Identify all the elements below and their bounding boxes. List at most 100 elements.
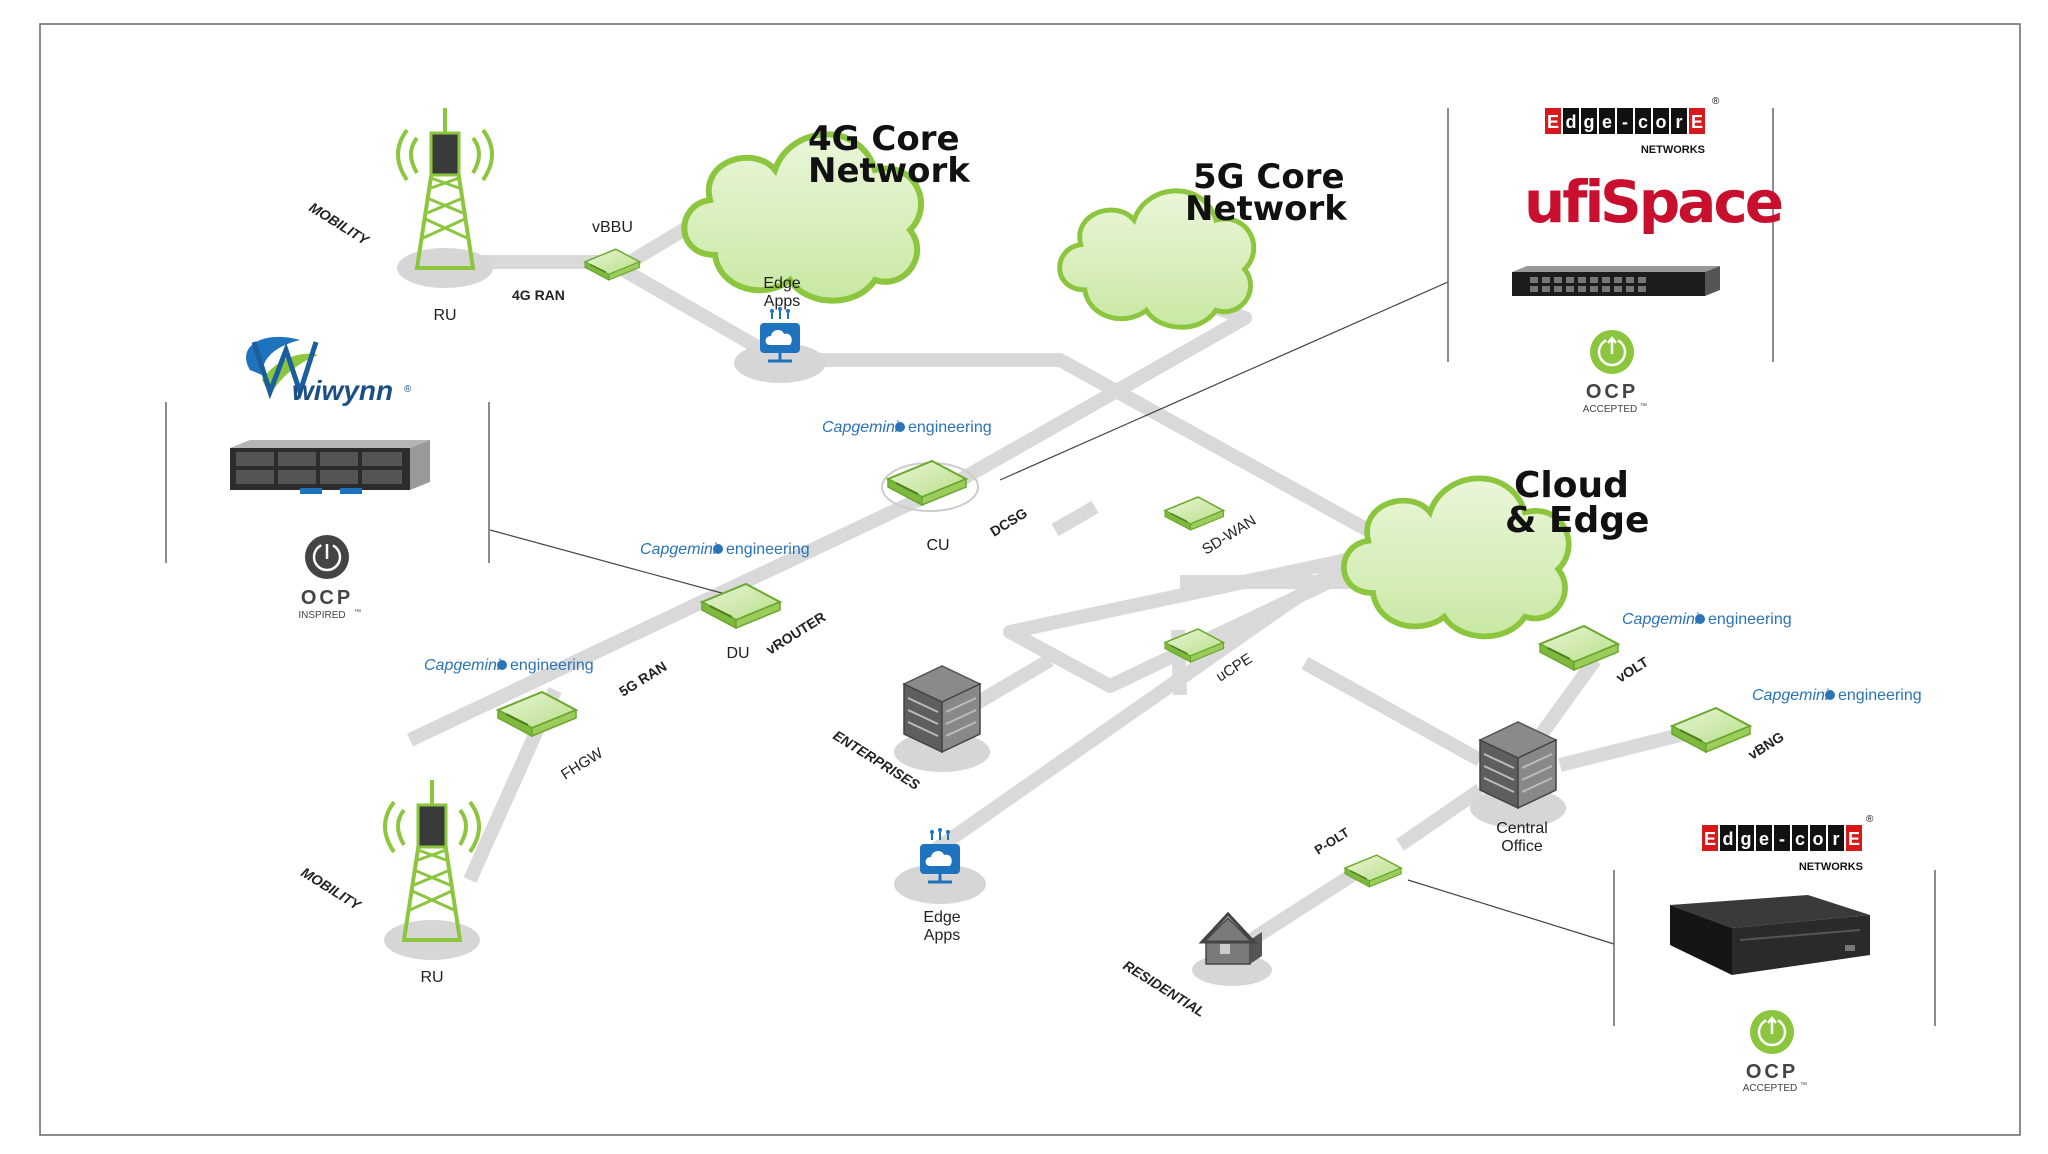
central-office-label-2: Office bbox=[1501, 838, 1543, 855]
edgecore-letter: o bbox=[1813, 829, 1824, 849]
ocp-accepted-bottom-title: OCP bbox=[1746, 1061, 1798, 1083]
ocp-inspired-sub: INSPIRED bbox=[298, 610, 345, 621]
edgecore-letter: r bbox=[1832, 829, 1839, 849]
ocp-accepted-bottom-icon bbox=[1748, 1008, 1796, 1056]
edge-apps-bottom-icon bbox=[892, 826, 988, 906]
mobility-top-label: MOBILITY bbox=[306, 199, 373, 249]
edgecore-letter: g bbox=[1584, 112, 1595, 132]
central-office-building-icon bbox=[1469, 721, 1567, 829]
ocp-inspired-tm: ™ bbox=[354, 609, 361, 616]
capgemini-spade-icon bbox=[1825, 690, 1835, 700]
ocp-accepted-top-title: OCP bbox=[1586, 381, 1638, 403]
edgecore-letter: r bbox=[1675, 112, 1682, 132]
wiwynn-panel: wiwynn ® OCP INSPIRED ™ bbox=[165, 336, 490, 621]
cu-label: CU bbox=[926, 537, 949, 554]
mobility-bottom-label: MOBILITY bbox=[298, 864, 365, 914]
central-office-label-1: Central bbox=[1496, 820, 1548, 837]
sdwan-device bbox=[1164, 496, 1225, 531]
capgemini-volt-a: Capgemini bbox=[1622, 611, 1699, 628]
vrouter-label: vROUTER bbox=[763, 609, 828, 658]
dcsg-label: DCSG bbox=[987, 504, 1030, 539]
edgecore-letter: d bbox=[1723, 829, 1734, 849]
edgecore-letter: c bbox=[1638, 112, 1648, 132]
diagram-frame bbox=[39, 23, 2021, 1136]
edgecore-letter-box bbox=[1563, 108, 1579, 134]
residential-house-icon bbox=[1192, 911, 1272, 986]
edgecore-letter: e bbox=[1759, 829, 1769, 849]
capgemini-spade-icon bbox=[497, 660, 507, 670]
ocp-accepted-top-icon bbox=[1588, 328, 1636, 376]
edgecore-letter: - bbox=[1622, 112, 1628, 132]
wiwynn-wordmark: wiwynn bbox=[292, 375, 393, 406]
capgemini-volt-b: engineering bbox=[1708, 611, 1792, 628]
ocp-accepted-bottom-sub: ACCEPTED bbox=[1743, 1083, 1797, 1094]
ufispace-space: Space bbox=[1600, 168, 1782, 236]
ru-top-label: RU bbox=[433, 307, 456, 324]
capgemini-spade-icon bbox=[713, 544, 723, 554]
capgemini-vbng-b: engineering bbox=[1838, 687, 1922, 704]
edge-apps-bottom-label-2: Apps bbox=[924, 927, 960, 944]
cloud-edge-label-2: & Edge bbox=[1505, 500, 1649, 541]
cloud-5g-label-1: 5G Core bbox=[1193, 157, 1345, 197]
capgemini-spade-icon bbox=[1695, 614, 1705, 624]
cloud-edge-label-1: Cloud bbox=[1514, 465, 1629, 506]
edgecore-letter: - bbox=[1779, 829, 1785, 849]
edgecore-olt-box-icon bbox=[1670, 895, 1870, 975]
edgecore-letter-box bbox=[1756, 825, 1772, 851]
vbng-label: vBNG bbox=[1745, 728, 1787, 762]
edgecore-letter: E bbox=[1704, 829, 1716, 849]
edgecore-letter-box bbox=[1599, 108, 1615, 134]
edgecore-sub-top: NETWORKS bbox=[1641, 144, 1705, 156]
cloud-4g-label-1: 4G Core bbox=[808, 119, 960, 159]
capgemini-cu-a: Capgemini bbox=[822, 419, 899, 436]
wiwynn-server-icon bbox=[230, 440, 430, 494]
wiwynn-registered: ® bbox=[404, 384, 412, 395]
callout-lines bbox=[489, 281, 1615, 945]
capgemini-fhgw-b: engineering bbox=[510, 657, 594, 674]
edgecore-letter-box bbox=[1720, 825, 1736, 851]
edgecore-letter: d bbox=[1566, 112, 1577, 132]
wiwynn-logo-icon bbox=[246, 336, 319, 401]
edgecore-letter-box bbox=[1635, 108, 1651, 134]
edgecore-letter: E bbox=[1691, 112, 1703, 132]
edgecore-letter-box bbox=[1792, 825, 1808, 851]
edgecore-letter-box bbox=[1810, 825, 1826, 851]
edgecore-letter-box bbox=[1689, 108, 1705, 134]
cloud-5g-label-2: Network bbox=[1185, 189, 1348, 229]
edgecore-letter: g bbox=[1741, 829, 1752, 849]
ufispace-switch-icon bbox=[1512, 266, 1720, 296]
edgecore-letter: o bbox=[1656, 112, 1667, 132]
capgemini-fhgw-a: Capgemini bbox=[424, 657, 501, 674]
capgemini-du-b: engineering bbox=[726, 541, 810, 558]
polt-label: P-OLT bbox=[1312, 825, 1352, 858]
capgemini-spade-icon bbox=[895, 422, 905, 432]
ufispace-ufi: ufi bbox=[1524, 168, 1601, 236]
capgemini-du-a: Capgemini bbox=[640, 541, 717, 558]
capgemini-cu-b: engineering bbox=[908, 419, 992, 436]
vbng-device bbox=[1671, 707, 1751, 753]
ocp-accepted-top-tm: ™ bbox=[1640, 403, 1647, 410]
ocp-inspired-title: OCP bbox=[301, 587, 353, 609]
volt-label: vOLT bbox=[1613, 653, 1651, 685]
ran-4g-label: 4G RAN bbox=[512, 287, 565, 303]
edgecore-letter: E bbox=[1848, 829, 1860, 849]
edgecore-letter: E bbox=[1547, 112, 1559, 132]
edgecore-letter-box bbox=[1738, 825, 1754, 851]
edgecore-letter-box bbox=[1828, 825, 1844, 851]
edgecore-letter-box bbox=[1846, 825, 1862, 851]
edgecore-sub-bottom: NETWORKS bbox=[1799, 861, 1863, 873]
edgecore-registered-top: ® bbox=[1712, 96, 1720, 107]
tower-top-icon bbox=[395, 106, 495, 290]
ocp-accepted-bottom-tm: ™ bbox=[1800, 1082, 1807, 1089]
edgecore-letter-box bbox=[1581, 108, 1597, 134]
edgecore-letter-box bbox=[1774, 825, 1790, 851]
edgecore-letter-box bbox=[1653, 108, 1669, 134]
capgemini-vbng-a: Capgemini bbox=[1752, 687, 1829, 704]
ru-bottom-label: RU bbox=[420, 969, 443, 986]
edgecore-letter: e bbox=[1602, 112, 1612, 132]
